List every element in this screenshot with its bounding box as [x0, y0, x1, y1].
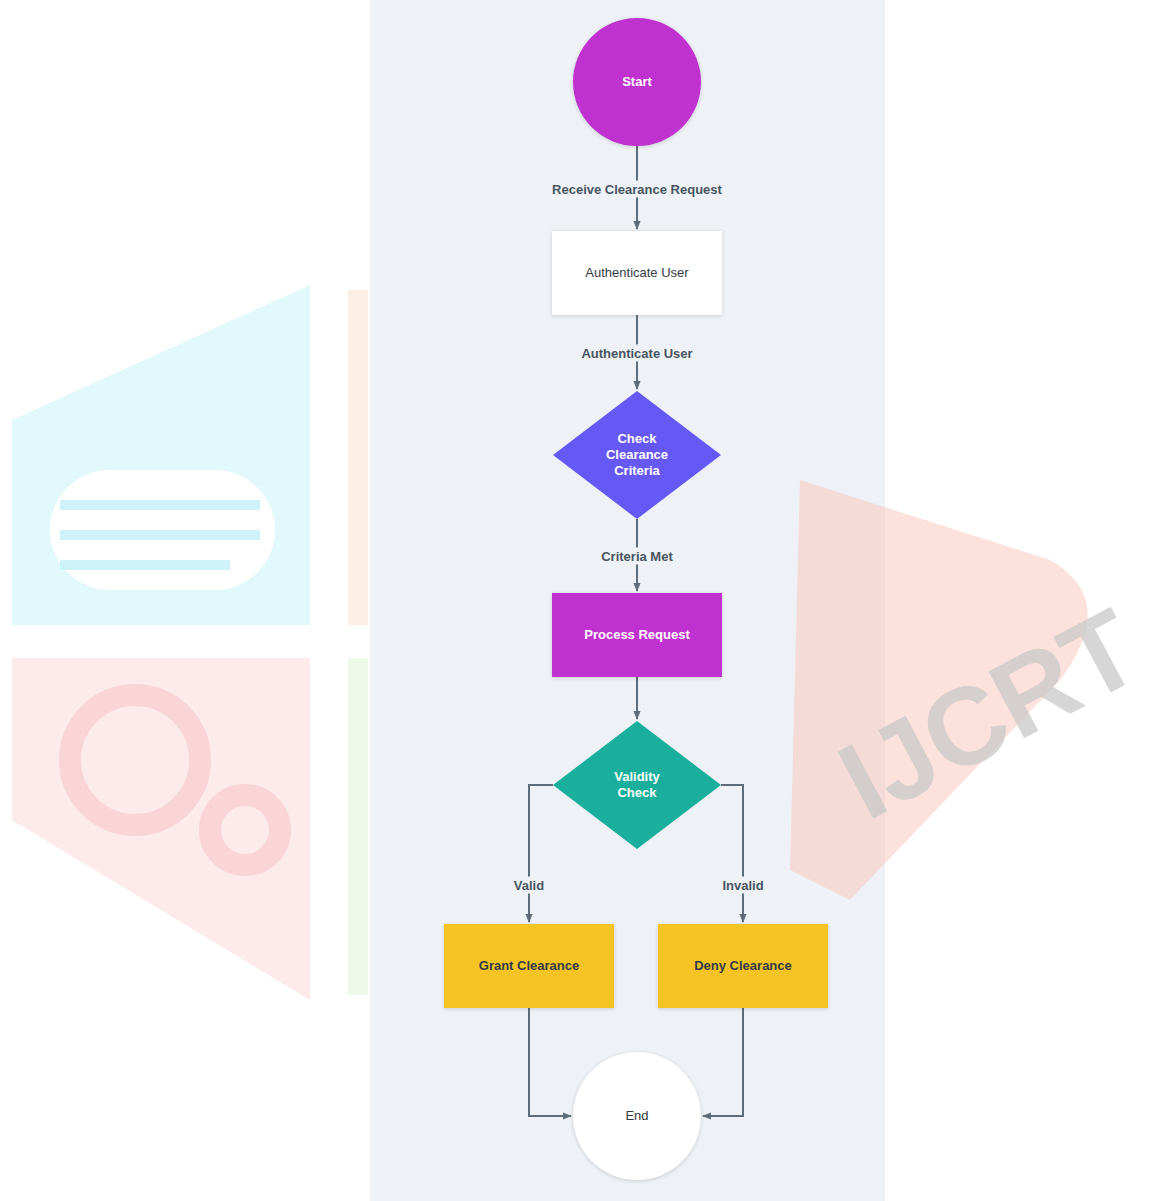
watermark-shape	[12, 285, 310, 625]
connector-arrow	[529, 1008, 571, 1116]
edge-label: Authenticate User	[578, 345, 695, 362]
watermark-shape	[348, 658, 368, 995]
end-circle: End	[573, 1052, 701, 1180]
decision-diamond: Check Clearance Criteria	[553, 391, 721, 519]
decision-diamond: Validity Check	[553, 721, 721, 849]
watermark-shape	[12, 658, 310, 1000]
connector-arrow	[703, 1008, 743, 1116]
connector-arrow	[721, 785, 743, 922]
start-circle: Start	[573, 18, 701, 146]
edge-label: Valid	[511, 877, 547, 894]
process-box: Process Request	[552, 593, 722, 677]
node-text: Grant Clearance	[479, 958, 579, 974]
node-text: Authenticate User	[585, 265, 688, 281]
edge-label: Criteria Met	[598, 548, 676, 565]
node-text: Validity Check	[605, 769, 669, 802]
connector-arrow	[529, 785, 553, 922]
process-box: Deny Clearance	[658, 924, 828, 1008]
node-text: Check Clearance Criteria	[598, 431, 676, 480]
diamond-fill	[553, 391, 721, 519]
process-box: Authenticate User	[552, 231, 722, 315]
watermark-shape	[348, 290, 368, 625]
node-text: Deny Clearance	[694, 958, 792, 974]
diamond-fill	[553, 721, 721, 849]
edge-label: Invalid	[719, 877, 766, 894]
node-text: End	[625, 1108, 648, 1124]
gear-icon	[70, 695, 280, 865]
edge-label: Receive Clearance Request	[549, 180, 725, 197]
process-box: Grant Clearance	[444, 924, 614, 1008]
node-text: Start	[622, 74, 652, 90]
cloud-circuit	[60, 505, 260, 565]
cloud-icon	[50, 470, 275, 590]
connector-arrow	[636, 677, 638, 719]
node-text: Process Request	[584, 627, 690, 643]
